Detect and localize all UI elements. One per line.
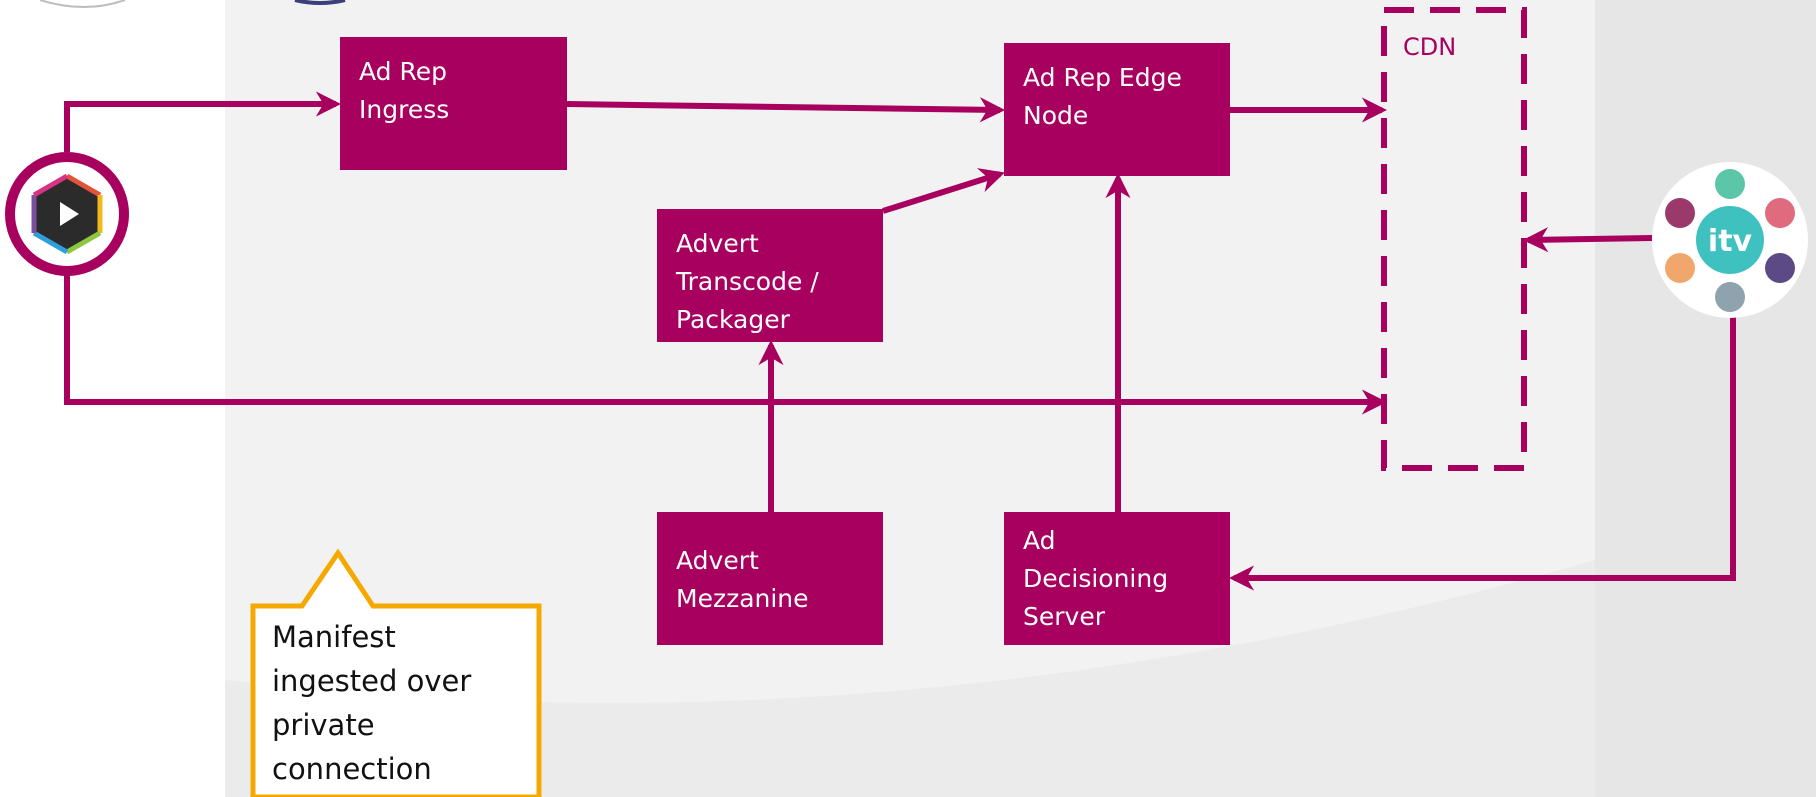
arrow-client-to-cdn	[1522, 227, 1653, 253]
callout-line-2: ingested over	[272, 664, 472, 698]
itv-logo-icon: itv	[1652, 162, 1808, 318]
advert-transcode-packager-line-2: Transcode /	[676, 267, 819, 296]
advert-transcode-packager-box: Advert Transcode / Packager	[657, 209, 883, 342]
advert-mezzanine-box: Advert Mezzanine	[657, 512, 883, 645]
advert-transcode-packager-line-1: Advert	[676, 229, 759, 258]
advert-mezzanine-line-1: Advert	[676, 546, 759, 575]
ad-decisioning-server-line-1: Ad	[1023, 526, 1056, 555]
arrow-source-to-ingress	[64, 91, 342, 152]
ad-decisioning-server-line-3: Server	[1023, 602, 1105, 631]
callout-bubble	[250, 548, 542, 797]
ad-rep-ingress-line-2: Ingress	[359, 95, 450, 124]
arrow-source-to-cdn	[64, 270, 1388, 415]
ad-decisioning-server-line-2: Decisioning	[1023, 564, 1169, 593]
callout-line-1: Manifest	[272, 620, 396, 654]
callout-line-3: private	[272, 708, 375, 742]
advert-mezzanine-line-2: Mezzanine	[676, 584, 809, 613]
advert-transcode-packager-line-3: Packager	[676, 305, 790, 334]
ad-rep-ingress-line-1: Ad Rep	[359, 57, 447, 86]
arrow-transcode-to-edge	[882, 168, 1005, 214]
callout-line-4: connection	[272, 752, 432, 786]
ad-rep-edge-node-box: Ad Rep Edge Node	[1004, 43, 1230, 176]
ad-rep-edge-node-line-1: Ad Rep Edge	[1023, 63, 1182, 92]
svg-text:itv: itv	[1708, 224, 1753, 259]
arrow-client-to-decisioning	[1228, 312, 1736, 591]
ad-decisioning-server-box: Ad Decisioning Server	[1004, 512, 1230, 645]
ad-rep-edge-node-line-2: Node	[1023, 101, 1089, 130]
play-icon	[5, 152, 129, 276]
arrow-ingress-to-edge	[566, 97, 1006, 123]
callout-text: Manifest ingested over private connectio…	[272, 615, 522, 791]
ad-rep-ingress-box: Ad Rep Ingress	[340, 37, 567, 170]
cdn-boundary	[1381, 7, 1527, 471]
cdn-label: CDN	[1403, 33, 1457, 61]
